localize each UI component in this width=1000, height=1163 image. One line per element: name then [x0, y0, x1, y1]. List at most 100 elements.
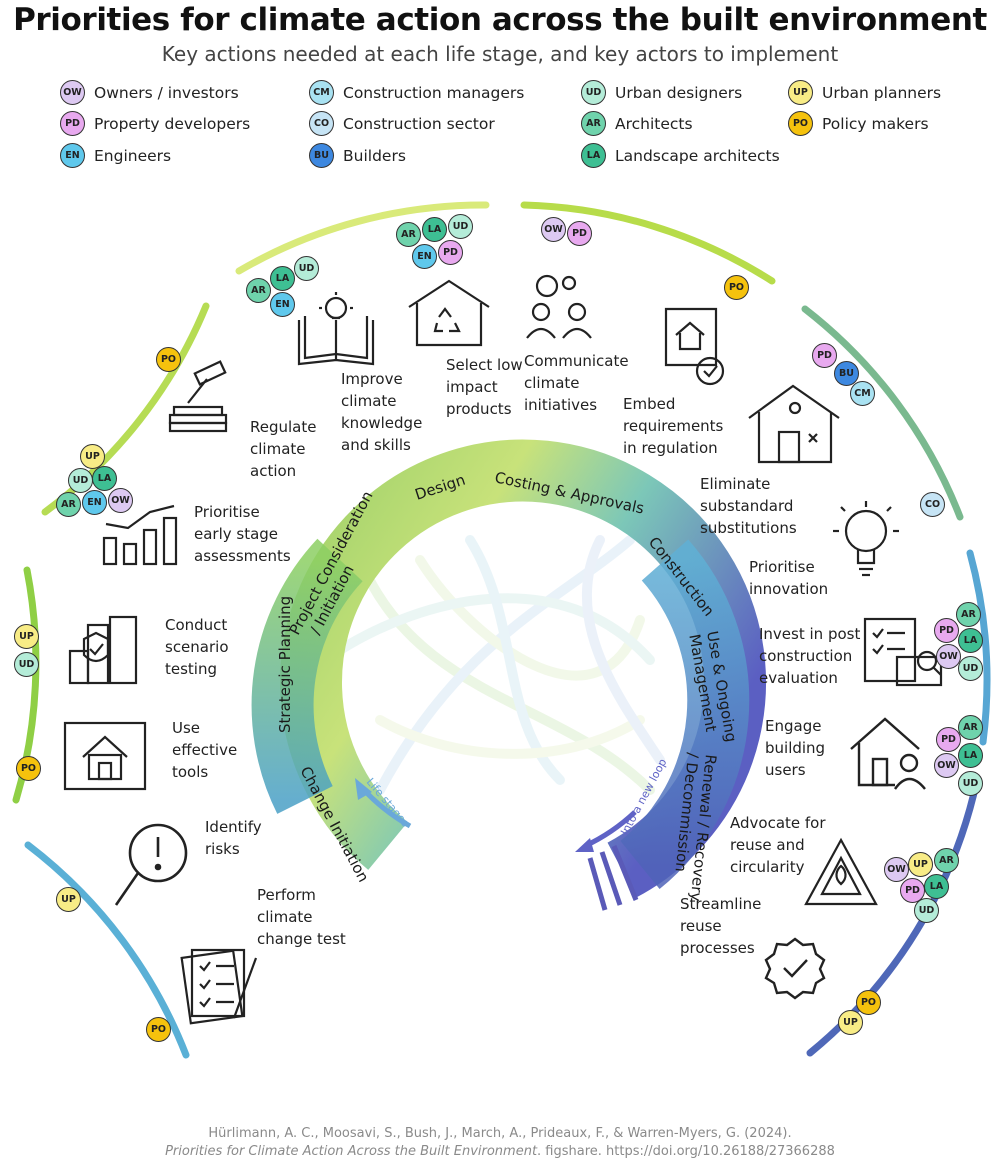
house-document-check-icon	[664, 307, 725, 386]
badge-bu: BU	[309, 143, 334, 168]
house-user-icon	[850, 717, 926, 790]
checklist-pencil-icon	[180, 948, 258, 1025]
badge-ud: UD	[958, 656, 983, 681]
magnifier-alert-icon	[114, 823, 188, 906]
legend-label: Engineers	[94, 146, 172, 165]
life-stages-arrow	[355, 778, 412, 829]
badge-en: EN	[82, 490, 107, 515]
badge-pd: PD	[812, 343, 837, 368]
badge-ow: OW	[541, 217, 566, 242]
badge-po: PO	[856, 990, 881, 1015]
badge-en: EN	[60, 143, 85, 168]
legend-item-ud: UD Urban designers	[581, 80, 742, 105]
book-lightbulb-icon	[297, 292, 375, 366]
house-recycle-icon	[408, 279, 490, 347]
actors-tools: PO	[16, 756, 44, 784]
badge-en: EN	[412, 244, 437, 269]
legend-item-la: LA Landscape architects	[581, 143, 780, 168]
badge-ud: UD	[14, 652, 39, 677]
badge-up: UP	[80, 444, 105, 469]
legend-label: Construction managers	[343, 83, 525, 102]
legend-label: Property developers	[94, 114, 251, 133]
actors-invest: AR PD LA OW UD	[934, 602, 994, 684]
action-streamline: Streamline reuse processes	[680, 895, 762, 957]
actors-communicate: OW PD	[541, 217, 597, 247]
legend-item-pd: PD Property developers	[60, 111, 250, 136]
action-invest: Invest in post construction evaluation	[759, 625, 861, 687]
badge-po: PO	[788, 111, 813, 136]
citation-doi: . figshare. https://doi.org/10.26188/273…	[537, 1144, 835, 1159]
badge-po: PO	[724, 275, 749, 300]
legend-item-ar: AR Architects	[581, 111, 693, 136]
badge-ar: AR	[581, 111, 606, 136]
action-advocate: Advocate for reuse and circularity	[730, 814, 826, 876]
actors-embed: PO	[724, 275, 752, 303]
badge-ud: UD	[448, 214, 473, 239]
badge-la: LA	[581, 143, 606, 168]
badge-co: CO	[309, 111, 334, 136]
legend-label: Landscape architects	[615, 146, 780, 165]
loop-end-stripes	[587, 845, 639, 911]
badge-la: LA	[924, 874, 949, 899]
city-shield-icon	[68, 615, 138, 685]
badge-la: LA	[270, 266, 295, 291]
outer-arc-initiation	[41, 302, 210, 516]
outer-arc-construction	[801, 305, 964, 521]
action-regulate: Regulate climate action	[250, 418, 317, 480]
action-test: Perform climate change test	[257, 886, 346, 948]
badge-po: PO	[16, 756, 41, 781]
badge-up: UP	[908, 852, 933, 877]
action-tools: Use effective tools	[172, 719, 238, 781]
clipboard-monitor-icon	[863, 617, 943, 687]
outer-arc-change	[24, 841, 190, 1059]
badge-la: LA	[92, 466, 117, 491]
badge-la: LA	[422, 217, 447, 242]
legend-label: Owners / investors	[94, 83, 239, 102]
gavel-books-icon	[168, 360, 228, 433]
action-assess: Prioritise early stage assessments	[194, 503, 291, 565]
central-weave	[335, 535, 665, 795]
badge-pd: PD	[60, 111, 85, 136]
badge-ar: AR	[934, 848, 959, 873]
badge-ud: UD	[68, 468, 93, 493]
outer-ring	[12, 201, 991, 1059]
action-innovation: Prioritise innovation	[749, 558, 829, 598]
badge-up: UP	[788, 80, 813, 105]
badge-ow: OW	[934, 753, 959, 778]
badge-ar: AR	[396, 222, 421, 247]
circuit-bulb-icon	[833, 501, 899, 577]
actors-eliminate: PD BU CM	[812, 343, 878, 406]
stage-strategic-planning: Strategic Planning	[276, 596, 294, 733]
action-engage: Engage building users	[765, 717, 826, 779]
legend-label: Urban designers	[615, 83, 743, 102]
damaged-house-icon	[748, 384, 840, 464]
badge-bu: BU	[834, 361, 859, 386]
badge-ud: UD	[581, 80, 606, 105]
action-eliminate: Eliminate substandard substitutions	[700, 475, 797, 537]
badge-ar: AR	[958, 715, 983, 740]
actors-engage: AR PD LA OW UD	[934, 715, 994, 796]
badge-up: UP	[14, 624, 39, 649]
actors-innovation: CO	[920, 492, 948, 520]
actors-improve: AR LA UD EN	[246, 256, 319, 318]
citation-source: Priorities for Climate Action Across the…	[0, 1144, 1000, 1159]
action-select: Select low impact products	[446, 356, 523, 418]
legend-item-po: PO Policy makers	[788, 111, 929, 136]
actors-streamline: PO UP	[838, 990, 888, 1040]
bar-chart-icon	[102, 504, 178, 566]
badge-up: UP	[838, 1010, 863, 1035]
action-communicate: Communicate climate initiatives	[524, 352, 629, 414]
page-subtitle: Key actions needed at each life stage, a…	[161, 42, 839, 66]
check-badge-icon	[764, 937, 826, 1000]
badge-cm: CM	[309, 80, 334, 105]
legend-label: Policy makers	[822, 114, 929, 133]
badge-ar: AR	[56, 492, 81, 517]
legend-label: Architects	[615, 114, 693, 133]
recycle-leaf-icon	[804, 837, 878, 906]
action-embed: Embed requirements in regulation	[623, 395, 724, 457]
actors-select: AR LA UD EN PD	[396, 214, 486, 270]
citation-title: Priorities for Climate Action Across the…	[165, 1144, 538, 1159]
